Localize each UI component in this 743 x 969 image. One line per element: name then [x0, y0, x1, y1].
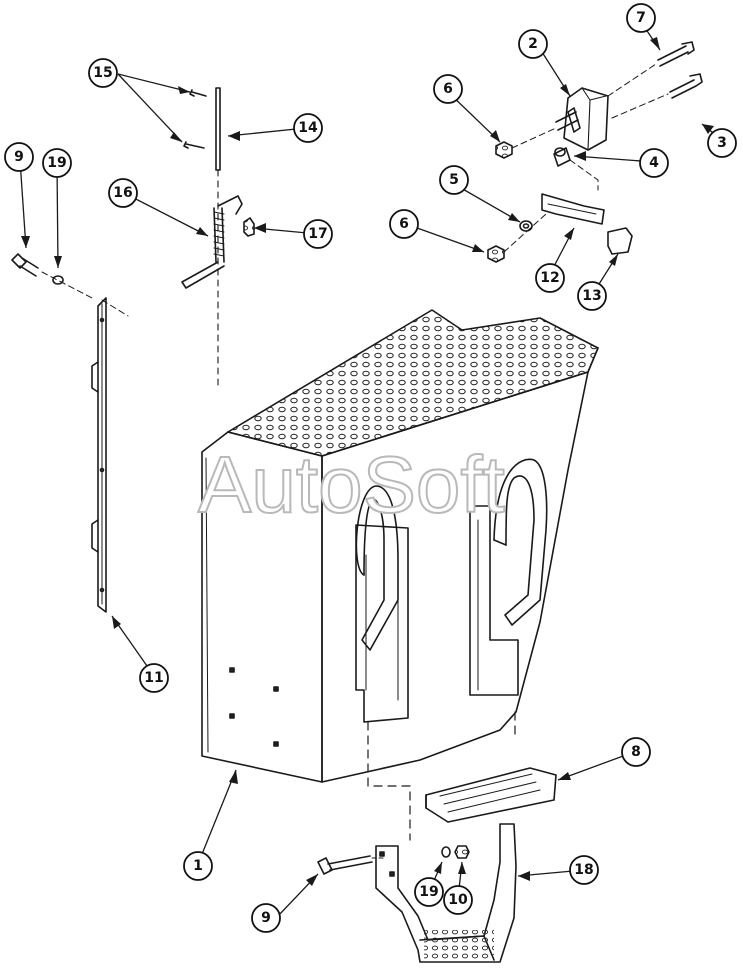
washer-upper-left [52, 275, 64, 285]
callout-label: 19 [419, 884, 438, 900]
bolt-upper-left [11, 253, 39, 277]
callout-8: 8 [621, 737, 651, 767]
washer-lower [441, 846, 451, 858]
callout-16: 16 [108, 178, 138, 208]
callout-label: 9 [261, 910, 271, 926]
callout-label: 14 [298, 120, 318, 136]
latch-plate-group [487, 193, 633, 263]
callout-13: 13 [577, 281, 607, 311]
step-tread [425, 767, 557, 823]
callout-19-lower: 19 [414, 877, 444, 907]
callout-10: 10 [443, 885, 473, 915]
callout-4: 4 [639, 148, 669, 178]
callout-11: 11 [139, 663, 169, 693]
callout-1: 1 [183, 851, 213, 881]
callout-label: 11 [144, 670, 163, 686]
callout-15: 15 [88, 58, 118, 88]
callout-label: 7 [636, 10, 646, 26]
callout-label: 6 [399, 216, 409, 232]
callout-label: 15 [93, 65, 112, 81]
watermark: AutoSoft [198, 440, 505, 529]
callout-6-upper: 6 [433, 74, 463, 104]
callout-label: 1 [193, 858, 203, 874]
callout-label: 5 [449, 172, 459, 188]
callout-3: 3 [707, 128, 737, 158]
callout-label: 17 [308, 226, 327, 242]
callout-label: 19 [47, 155, 66, 171]
callout-5: 5 [439, 165, 469, 195]
callout-6-lower: 6 [389, 209, 419, 239]
callout-label: 13 [582, 288, 601, 304]
callout-9-lower: 9 [251, 903, 281, 933]
nut-lower [454, 845, 470, 859]
callouts: 1 2 3 4 5 6 6 7 8 9 9 10 11 12 13 14 15 … [4, 3, 737, 933]
hinge-block-group [495, 41, 703, 191]
callout-14: 14 [293, 113, 323, 143]
callout-17: 17 [303, 219, 333, 249]
vertical-mounting-plate [91, 297, 129, 613]
callout-label: 12 [540, 270, 559, 286]
callout-7: 7 [626, 3, 656, 33]
lower-step-bracket [375, 823, 517, 963]
rod-and-spring-group [181, 87, 255, 391]
step-box-assembly [201, 309, 599, 841]
callout-label: 10 [448, 892, 468, 908]
callout-label: 2 [528, 36, 538, 52]
callout-12: 12 [535, 263, 565, 293]
callout-label: 16 [113, 185, 132, 201]
leader-arrows [21, 37, 714, 886]
bolt-lower [317, 855, 387, 875]
callout-label: 8 [631, 744, 641, 760]
callout-label: 4 [649, 155, 659, 171]
callout-label: 9 [14, 149, 24, 165]
callout-19-upper: 19 [42, 148, 72, 178]
callout-label: 3 [717, 135, 727, 151]
callout-2: 2 [518, 29, 548, 59]
callout-label: 6 [443, 81, 453, 97]
callout-9-upper: 9 [4, 142, 34, 172]
callout-label: 18 [574, 862, 593, 878]
callout-18: 18 [569, 855, 599, 885]
